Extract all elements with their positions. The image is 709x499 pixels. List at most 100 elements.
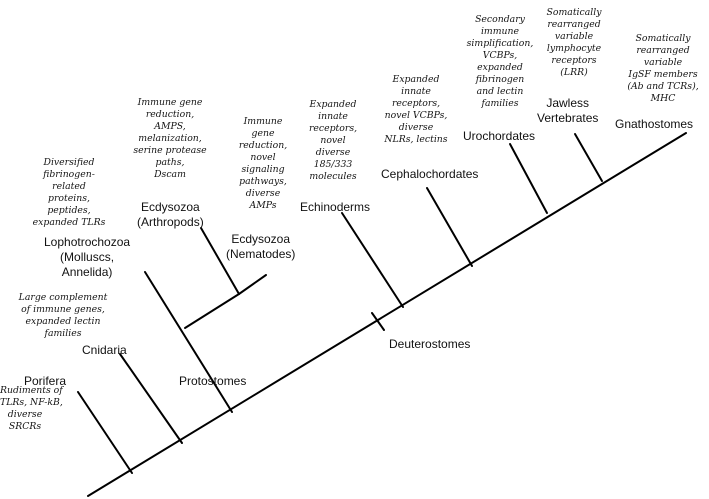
annotation-line: paths, bbox=[155, 157, 185, 168]
annotation-ecdysozoa-arthropods: Immune gene reduction, AMPS, melanizatio… bbox=[125, 97, 215, 181]
taxon-ecdysozoa-arthropods: Ecdysozoa (Arthropods) bbox=[137, 200, 204, 230]
annotation-line: AMPS, bbox=[154, 121, 186, 132]
annotation-line: novel bbox=[250, 152, 276, 163]
annotation-line: diverse bbox=[398, 122, 434, 133]
branch-cnidaria bbox=[119, 353, 183, 444]
annotation-line: peptides, bbox=[47, 205, 91, 216]
branch-jawless-vertebrates bbox=[574, 133, 603, 182]
annotation-line: innate bbox=[318, 111, 348, 122]
annotation-line: expanded lectin bbox=[25, 316, 101, 327]
annotation-line: Large complement bbox=[18, 292, 108, 303]
taxon-line: Annelida) bbox=[61, 265, 113, 279]
annotation-line: simplification, bbox=[466, 38, 534, 49]
annotation-line: families bbox=[44, 328, 82, 339]
branch-porifera bbox=[77, 391, 133, 474]
branch-ecdysozoa-arthropods bbox=[200, 227, 240, 295]
branch-urochordates bbox=[509, 143, 548, 214]
annotation-line: MHC bbox=[650, 93, 676, 104]
branch-protostomes bbox=[144, 271, 233, 413]
annotation-line: signaling bbox=[241, 164, 285, 175]
clade-deuterostomes: Deuterostomes bbox=[389, 337, 471, 351]
taxon-porifera: Porifera bbox=[24, 374, 67, 388]
annotation-line: 185/333 bbox=[313, 159, 353, 170]
annotation-line: reduction, bbox=[238, 140, 288, 151]
annotation-line: molecules bbox=[309, 171, 357, 182]
annotation-line: families bbox=[481, 98, 519, 109]
taxon-line: (Arthropods) bbox=[137, 215, 204, 229]
annotation-line: receptors, bbox=[308, 123, 358, 134]
annotation-urochordates: Secondary immune simplification, VCBPs, … bbox=[460, 14, 540, 110]
branch-ecdysozoa-nematodes bbox=[238, 274, 267, 295]
annotation-line: Dscam bbox=[154, 169, 186, 180]
taxon-line: (Molluscs, bbox=[60, 250, 115, 264]
taxon-line: (Nematodes) bbox=[226, 247, 296, 261]
annotation-line: pathways, bbox=[239, 176, 287, 187]
taxon-gnathostomes: Gnathostomes bbox=[615, 117, 694, 131]
deuterostomes-tick bbox=[371, 312, 385, 331]
annotation-line: rearranged bbox=[547, 19, 601, 30]
annotation-line: and lectin bbox=[476, 86, 524, 97]
annotation-line: reduction, bbox=[145, 109, 195, 120]
annotation-line: receptors bbox=[551, 55, 597, 66]
annotation-line: Somatically bbox=[635, 33, 691, 44]
trunk-line bbox=[87, 132, 687, 497]
taxon-cnidaria: Cnidaria bbox=[82, 343, 127, 357]
annotation-line: serine protease bbox=[133, 145, 207, 156]
annotation-line: diverse bbox=[245, 188, 281, 199]
annotation-line: diverse bbox=[7, 409, 43, 420]
annotation-gnathostomes: Somatically rearranged variable IgSF mem… bbox=[620, 33, 706, 105]
annotation-line: diverse bbox=[315, 147, 351, 158]
annotation-line: of immune genes, bbox=[21, 304, 105, 315]
annotation-line: AMPs bbox=[249, 200, 277, 211]
annotation-cephalochordates: Expanded innate receptors, novel VCBPs, … bbox=[376, 74, 456, 146]
annotation-echinoderms: Expanded innate receptors, novel diverse… bbox=[298, 99, 368, 183]
annotation-line: immune bbox=[480, 26, 520, 37]
annotation-line: Somatically bbox=[546, 7, 602, 18]
branch-echinoderms bbox=[341, 212, 404, 308]
annotation-line: fibrinogen- bbox=[43, 169, 95, 180]
annotation-line: Secondary bbox=[475, 14, 525, 25]
taxon-lophotrochozoa: Lophotrochozoa (Molluscs, Annelida) bbox=[44, 235, 130, 280]
annotation-line: fibrinogen bbox=[475, 74, 525, 85]
annotation-lophotrochozoa: Diversified fibrinogen- related proteins… bbox=[24, 157, 114, 229]
annotation-line: (Ab and TCRs), bbox=[627, 81, 699, 92]
annotation-line: VCBPs, bbox=[482, 50, 518, 61]
taxon-line: Ecdysozoa bbox=[231, 232, 291, 246]
annotation-line: TLRs, NF-kB, bbox=[0, 397, 63, 408]
annotation-line: IgSF members bbox=[628, 69, 698, 80]
branch-ecdysozoa bbox=[184, 293, 240, 329]
annotation-line: (LRR) bbox=[560, 67, 588, 78]
annotation-line: variable bbox=[554, 31, 594, 42]
clade-protostomes: Protostomes bbox=[179, 374, 247, 388]
annotation-line: Immune bbox=[243, 116, 283, 127]
taxon-line: Ecdysozoa bbox=[141, 200, 200, 214]
annotation-line: receptors, bbox=[391, 98, 441, 109]
taxon-echinoderms: Echinoderms bbox=[300, 200, 371, 214]
annotation-line: rearranged bbox=[636, 45, 690, 56]
annotation-line: related bbox=[52, 181, 86, 192]
annotation-line: NLRs, lectins bbox=[384, 134, 448, 145]
taxon-jawless-vertebrates: Jawless Vertebrates bbox=[537, 96, 598, 126]
taxon-ecdysozoa-nematodes: Ecdysozoa (Nematodes) bbox=[226, 232, 295, 262]
annotation-line: Immune gene bbox=[137, 97, 203, 108]
annotation-jawless-vertebrates: Somatically rearranged variable lymphocy… bbox=[534, 7, 614, 79]
annotation-line: melanization, bbox=[138, 133, 202, 144]
annotation-line: innate bbox=[401, 86, 431, 97]
taxon-line: Lophotrochozoa bbox=[44, 235, 131, 249]
taxon-urochordates: Urochordates bbox=[463, 129, 536, 143]
annotation-line: proteins, bbox=[48, 193, 90, 204]
annotation-line: variable bbox=[643, 57, 683, 68]
annotation-line: expanded TLRs bbox=[32, 217, 106, 228]
annotation-porifera: Rudiments of TLRs, NF-kB, diverse SRCRs bbox=[0, 385, 63, 433]
taxon-line: Jawless bbox=[546, 96, 590, 110]
taxon-line: Vertebrates bbox=[537, 111, 599, 125]
branch-cephalochordates bbox=[426, 187, 473, 267]
annotation-line: novel VCBPs, bbox=[384, 110, 448, 121]
annotation-line: novel bbox=[320, 135, 346, 146]
annotation-line: gene bbox=[251, 128, 275, 139]
annotation-line: SRCRs bbox=[8, 421, 42, 432]
annotation-line: Rudiments of bbox=[0, 385, 63, 396]
taxon-cephalochordates: Cephalochordates bbox=[381, 167, 479, 181]
